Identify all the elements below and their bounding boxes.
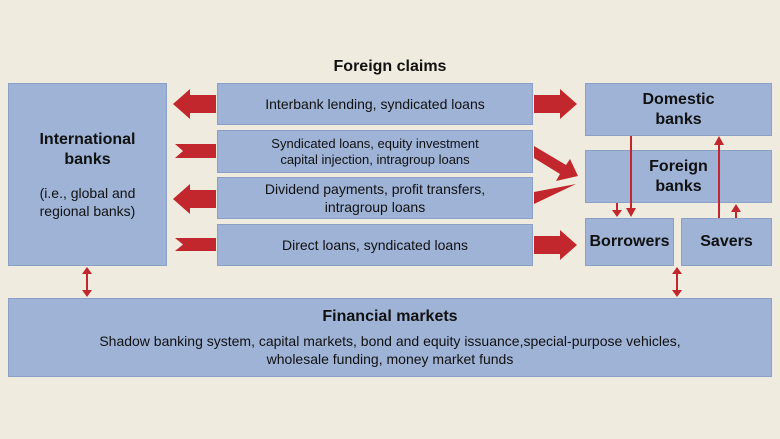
- flow-dividend-box: Dividend payments, profit transfers, int…: [217, 177, 533, 219]
- flow-syndicated-box: Syndicated loans, equity investment capi…: [217, 130, 533, 173]
- arrow-left-row1: [173, 89, 216, 119]
- savers-label: Savers: [700, 233, 753, 250]
- flow-direct-box: Direct loans, syndicated loans: [217, 224, 533, 266]
- foreign-banks-label-2: banks: [655, 177, 702, 195]
- foreign-banks-box: Foreign banks: [585, 150, 772, 203]
- financial-markets-box: Financial markets Shadow banking system,…: [8, 298, 772, 377]
- financial-markets-desc-1: Shadow banking system, capital markets, …: [99, 333, 681, 349]
- chevron-row4: [175, 238, 216, 251]
- borrowers-label: Borrowers: [589, 233, 670, 250]
- financial-markets-title: Financial markets: [322, 308, 458, 325]
- flow-direct-label: Direct loans, syndicated loans: [282, 237, 468, 253]
- foreign-banks-label-1: Foreign: [649, 157, 708, 175]
- flow-interbank-box: Interbank lending, syndicated loans: [217, 83, 533, 125]
- domestic-banks-label-2: banks: [655, 110, 702, 128]
- savers-box: Savers: [681, 218, 772, 266]
- diagram-title: Foreign claims: [333, 58, 447, 75]
- international-banks-label-2: banks: [64, 150, 111, 168]
- flow-interbank-label: Interbank lending, syndicated loans: [265, 96, 485, 112]
- arrow-diagonal-up: [534, 184, 576, 204]
- arrow-diagonal-down: [534, 146, 578, 181]
- arrow-right-row4: [534, 230, 577, 260]
- domestic-banks-box: Domestic banks: [585, 83, 772, 136]
- arrow-right-row1: [534, 89, 577, 119]
- flow-syndicated-label-2: capital injection, intragroup loans: [280, 151, 470, 167]
- flow-dividend-label-1: Dividend payments, profit transfers,: [264, 181, 486, 197]
- borrowers-box: Borrowers: [585, 218, 674, 266]
- chevron-row2: [175, 144, 216, 158]
- flow-syndicated-label-1: Syndicated loans, equity investment: [271, 135, 479, 151]
- arrow-left-row3: [173, 184, 216, 214]
- international-banks-desc-2: regional banks): [39, 202, 136, 219]
- domestic-banks-label-1: Domestic: [642, 90, 715, 108]
- international-banks-desc-1: (i.e., global and: [39, 184, 136, 201]
- international-banks-label-1: International: [39, 130, 136, 148]
- international-banks-box: International banks (i.e., global and re…: [8, 83, 167, 266]
- flow-dividend-label-2: intragroup loans: [324, 199, 426, 215]
- financial-markets-desc-2: wholesale funding, money market funds: [266, 351, 514, 367]
